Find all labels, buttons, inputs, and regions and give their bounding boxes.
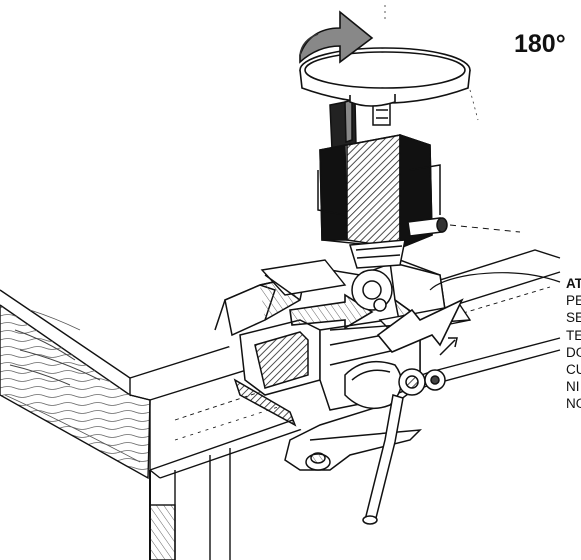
caption-line: TE (566, 327, 581, 343)
caption-line: SE (566, 310, 581, 326)
hint-lines (384, 5, 479, 121)
coil-assembly (317, 98, 521, 312)
leader-line (429, 272, 561, 291)
caption-line: NI (566, 379, 580, 395)
caption-line: CU (566, 362, 581, 378)
caption-text: AT PE SE TE DO CU NI NO (566, 275, 581, 413)
rotation-indicator (299, 10, 471, 107)
caption-line: NO (566, 396, 581, 412)
caption-line: PE (566, 293, 581, 309)
clamp-direction-arrow (289, 293, 464, 353)
caption-line: AT (566, 276, 581, 291)
vise-handle (362, 337, 458, 525)
rotation-angle-label: 180° (514, 30, 566, 58)
caption-line: DO (566, 344, 581, 360)
bench-vise (214, 259, 446, 471)
